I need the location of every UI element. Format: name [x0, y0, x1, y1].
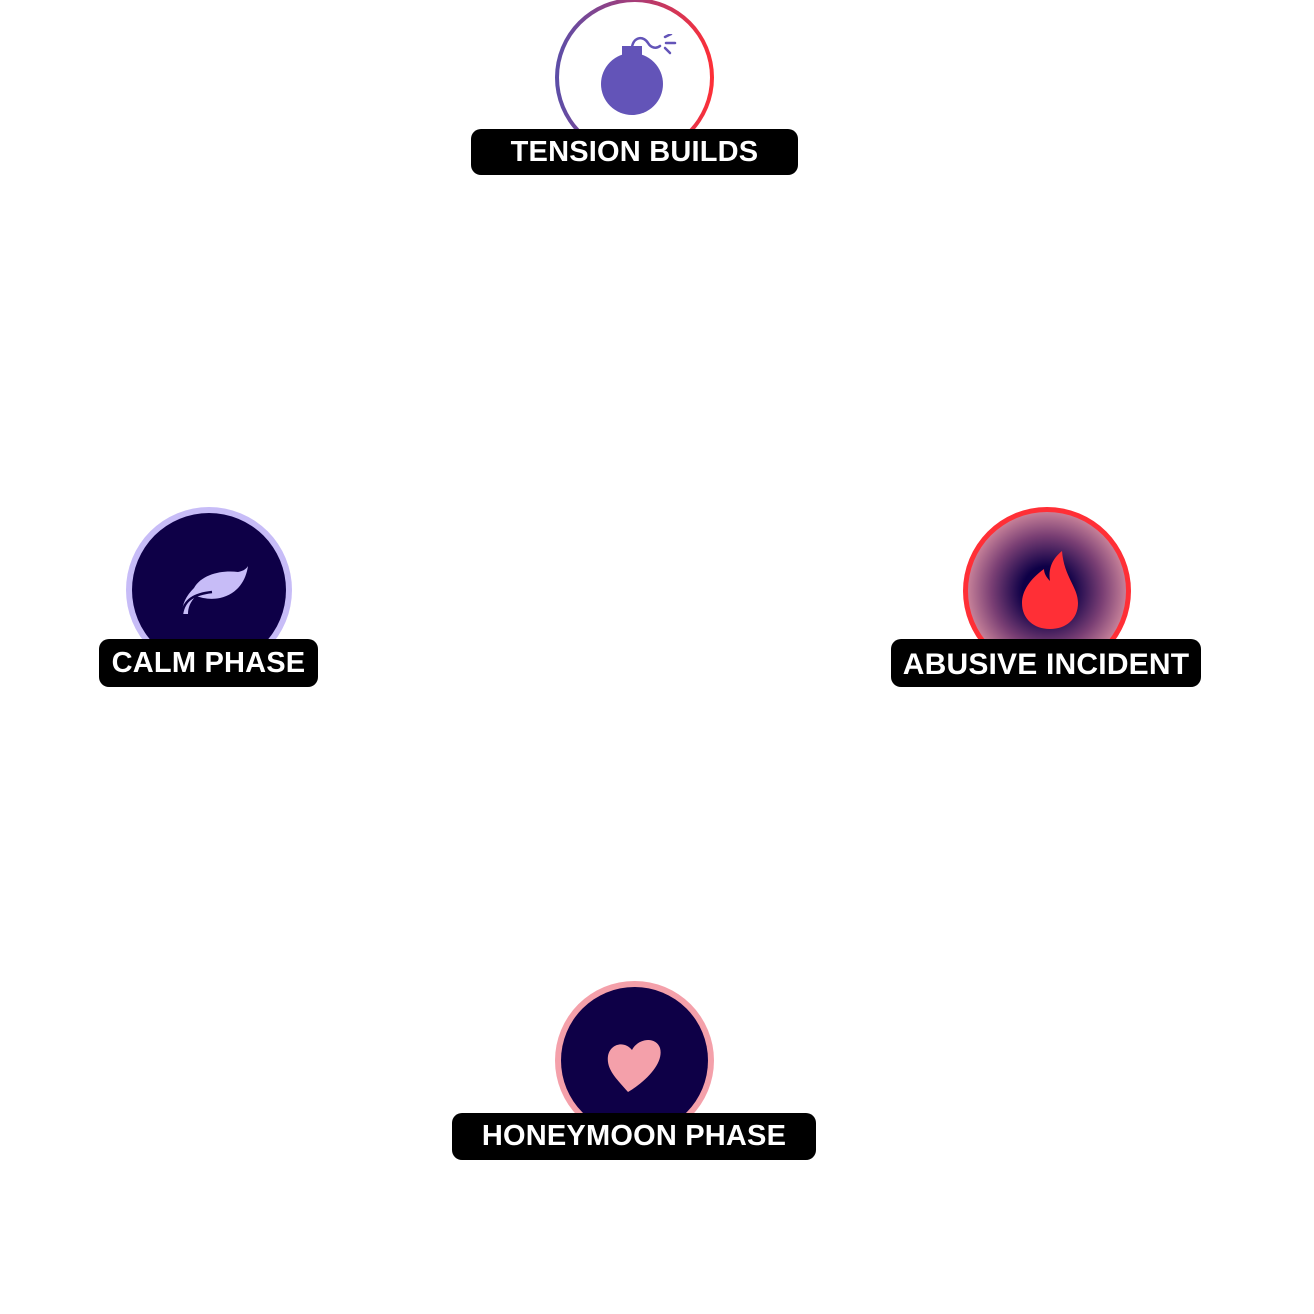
bomb-icon [601, 34, 677, 115]
node-label: TENSION BUILDS [471, 129, 798, 175]
node-label: CALM PHASE [99, 639, 318, 687]
flame-icon [1022, 551, 1078, 629]
heart-icon [607, 1039, 661, 1092]
node-label: HONEYMOON PHASE [452, 1113, 816, 1160]
node-label: ABUSIVE INCIDENT [891, 639, 1201, 687]
leaf-icon [180, 566, 248, 615]
